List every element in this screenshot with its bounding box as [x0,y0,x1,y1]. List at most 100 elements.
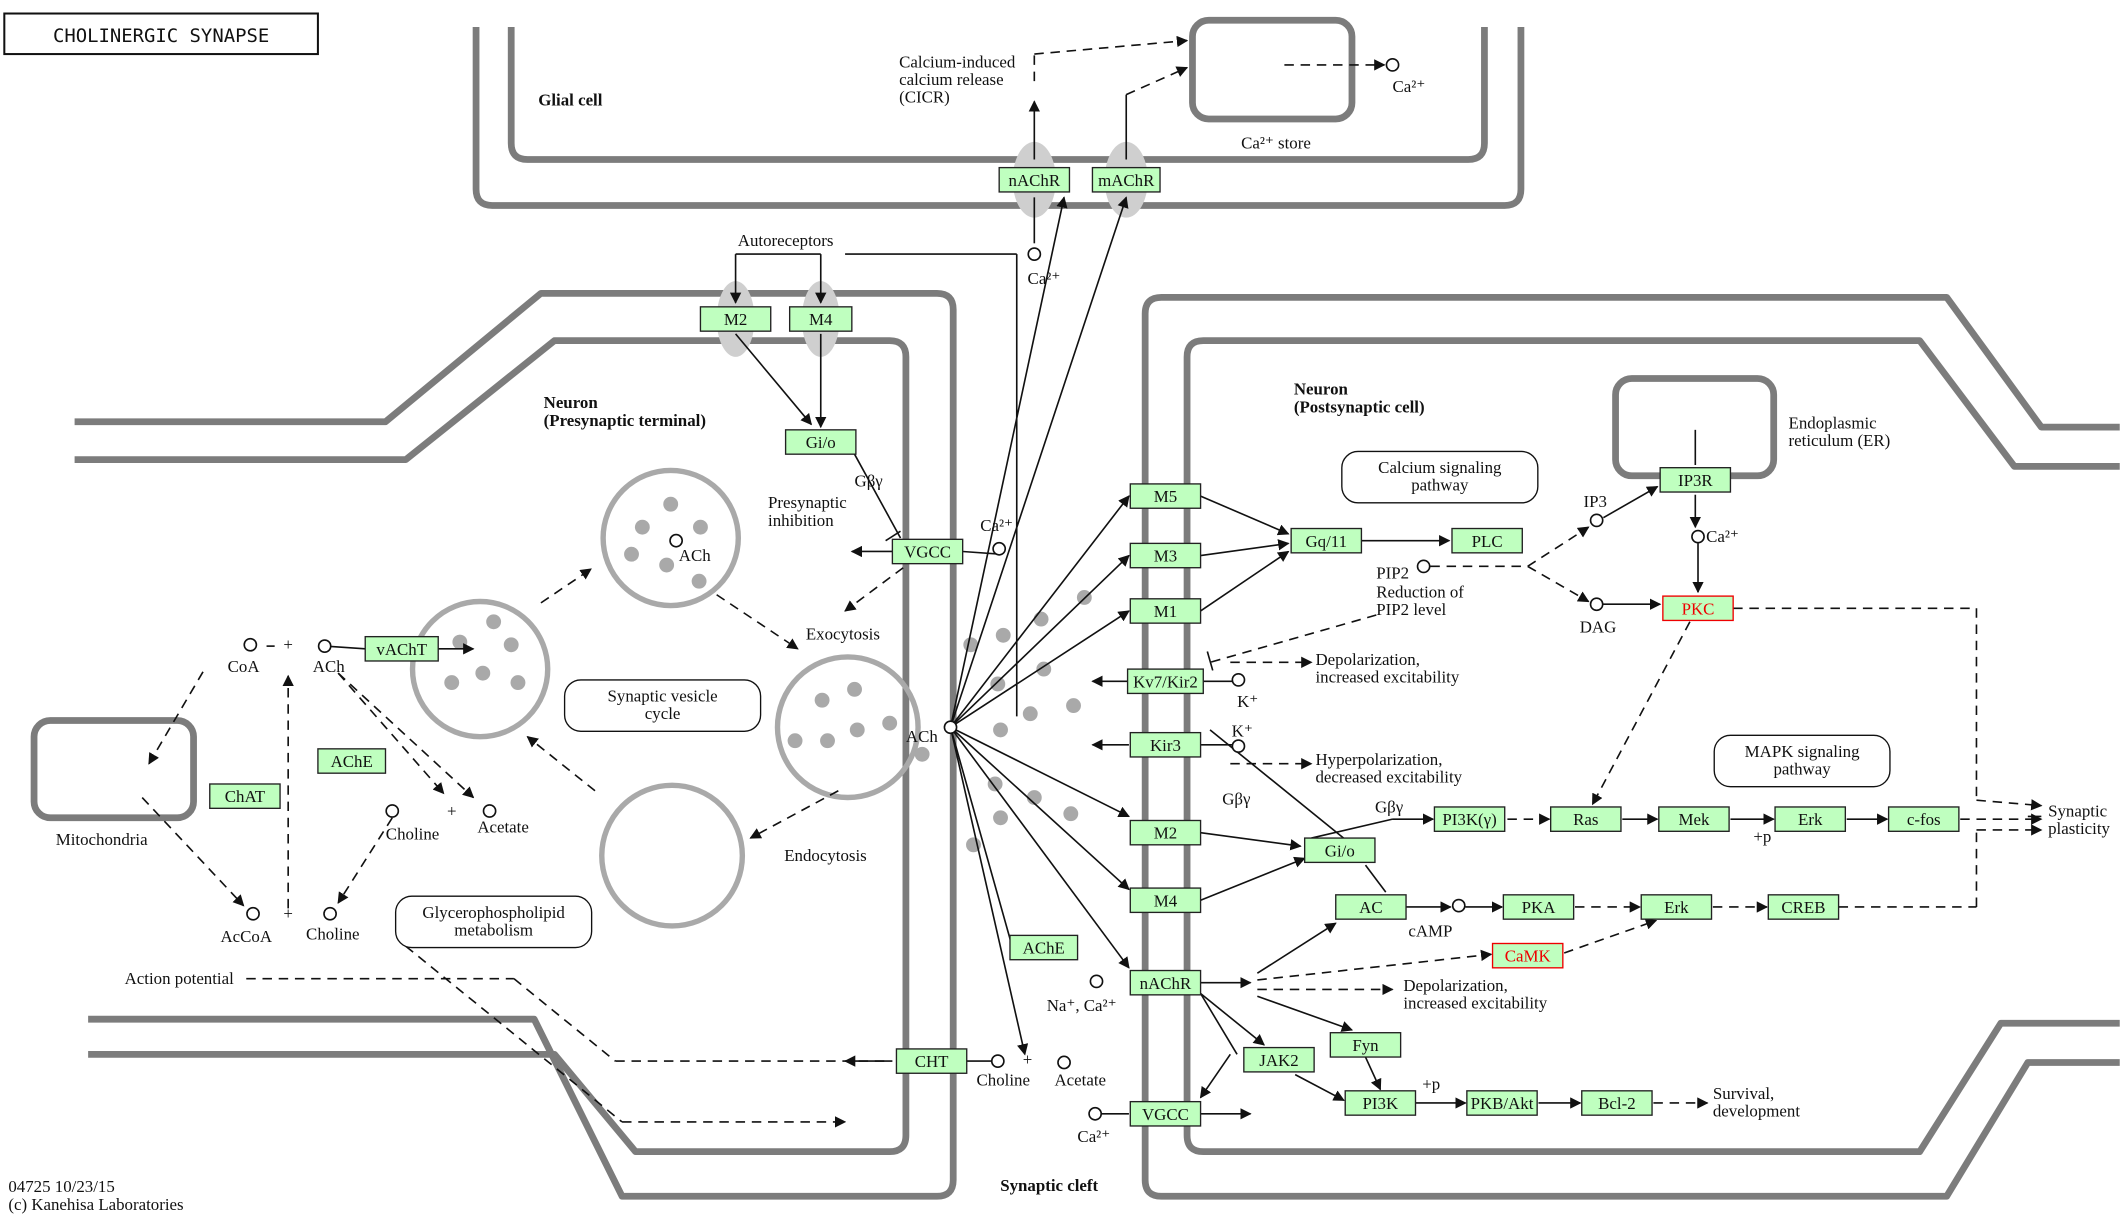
gene-vgcc[interactable]: VGCC [891,538,964,565]
interaction-arrow [1311,818,1393,839]
gene-bcl-2[interactable]: Bcl-2 [1581,1090,1653,1116]
gene-machr[interactable]: mAChR [1091,166,1161,193]
interaction-arrow [949,727,1029,1056]
ach-dot [882,715,898,731]
gene-erk[interactable]: Erk [1774,806,1847,832]
interaction-arrow [1257,995,1354,1032]
compound-circle[interactable] [323,906,337,921]
compound-circle[interactable] [1231,673,1246,687]
gene-vgcc[interactable]: VGCC [1129,1100,1202,1127]
gene-mek[interactable]: Mek [1658,806,1730,832]
gene-m2[interactable]: M2 [1129,819,1202,846]
gene-pi3k[interactable]: PI3K [1344,1090,1417,1116]
compound-circle[interactable] [990,1054,1005,1068]
gene-gq-11[interactable]: Gq/11 [1290,527,1363,554]
ach-dot [634,519,650,535]
interaction-arrow [1200,856,1306,901]
gene-kir3[interactable]: Kir3 [1129,731,1202,758]
label: Neuron [1294,380,1349,399]
interaction-arrow [844,567,904,612]
compound-circle[interactable] [1088,1106,1103,1121]
compound-circle[interactable] [1231,739,1246,754]
gene-pkb-akt[interactable]: PKB/Akt [1466,1090,1538,1116]
label: ACh [313,657,345,676]
label: AcCoA [220,927,272,946]
compound-circle[interactable] [246,906,260,921]
gene-m4[interactable]: M4 [788,306,853,332]
gene-gi-o[interactable]: Gi/o [1303,837,1376,864]
label: CoA [228,657,261,676]
gene-label: M4 [1154,891,1178,910]
interaction-arrow [949,726,1013,944]
gene-gi-o[interactable]: Gi/o [784,429,857,455]
interaction-arrow [1125,66,1189,96]
compound-circle[interactable] [385,804,400,818]
gene-plc[interactable]: PLC [1451,527,1523,554]
interaction-arrow [1256,922,1337,974]
gene-ache[interactable]: AChE [1009,934,1079,961]
gene-pi3k-[interactable]: PI3K(γ) [1433,806,1506,832]
gene-fyn[interactable]: Fyn [1329,1032,1402,1058]
gene-ac[interactable]: AC [1335,894,1407,920]
gene-ras[interactable]: Ras [1549,806,1622,832]
compound-circle[interactable] [1089,974,1104,989]
compound-circle[interactable] [1416,559,1431,574]
interaction-arrow [141,796,245,907]
compound-circle[interactable] [669,533,684,548]
gene-pka[interactable]: PKA [1502,894,1575,920]
compound-circle[interactable] [992,541,1007,556]
gene-cht[interactable]: CHT [895,1048,968,1074]
gene-nachr[interactable]: nAChR [998,166,1071,193]
gene-c-fos[interactable]: c-fos [1887,806,1960,832]
label: Ca²⁺ [1393,77,1426,96]
compound-circle[interactable] [1691,529,1705,544]
gene-camk[interactable]: CaMK [1491,942,1564,969]
compound-circle[interactable] [1027,247,1042,262]
gene-nachr[interactable]: nAChR [1129,969,1202,996]
label: Exocytosis [806,624,880,643]
compound-circle[interactable] [1589,513,1604,528]
gene-label: AC [1359,898,1382,917]
label: +p [1422,1074,1440,1093]
gene-m4[interactable]: M4 [1129,887,1202,914]
gene-m5[interactable]: M5 [1129,483,1202,509]
compound-circle[interactable] [482,804,497,818]
interaction-arrow [513,978,616,1062]
label: Glial cell [538,90,603,109]
gene-pkc[interactable]: PKC [1662,595,1734,622]
gene-ip3r[interactable]: IP3R [1659,467,1732,493]
interaction-arrow [526,735,596,792]
label: + [1023,1050,1033,1069]
gene-m1[interactable]: M1 [1129,598,1202,624]
gene-creb[interactable]: CREB [1767,894,1840,920]
compound-circle[interactable] [943,720,958,735]
gene-chat[interactable]: ChAT [209,783,281,809]
interaction-arrow [148,671,204,765]
label: Choline [306,924,359,943]
interaction-arrow [1563,918,1658,954]
compound-circle[interactable] [1451,898,1466,913]
gene-kv7-kir2[interactable]: Kv7/Kir2 [1126,668,1204,695]
compound-circle[interactable] [317,639,332,654]
compound-circle[interactable] [1057,1055,1071,1070]
gene-m2[interactable]: M2 [699,306,772,332]
compound-circle[interactable] [1589,597,1604,612]
gene-erk[interactable]: Erk [1640,894,1713,920]
gene-ache[interactable]: AChE [317,748,387,774]
gene-label: M5 [1154,487,1177,506]
interaction-arrow [950,610,1130,728]
gene-vacht[interactable]: vAChT [364,635,439,662]
compound-circle[interactable] [1385,57,1400,72]
gene-m3[interactable]: M3 [1129,542,1202,569]
label: K⁺ [1237,692,1258,711]
compound-circle[interactable] [243,637,258,652]
label: + [447,801,457,820]
gene-label: Bcl-2 [1598,1094,1636,1113]
gene-jak2[interactable]: JAK2 [1243,1046,1315,1073]
label: cAMP [1408,922,1452,941]
